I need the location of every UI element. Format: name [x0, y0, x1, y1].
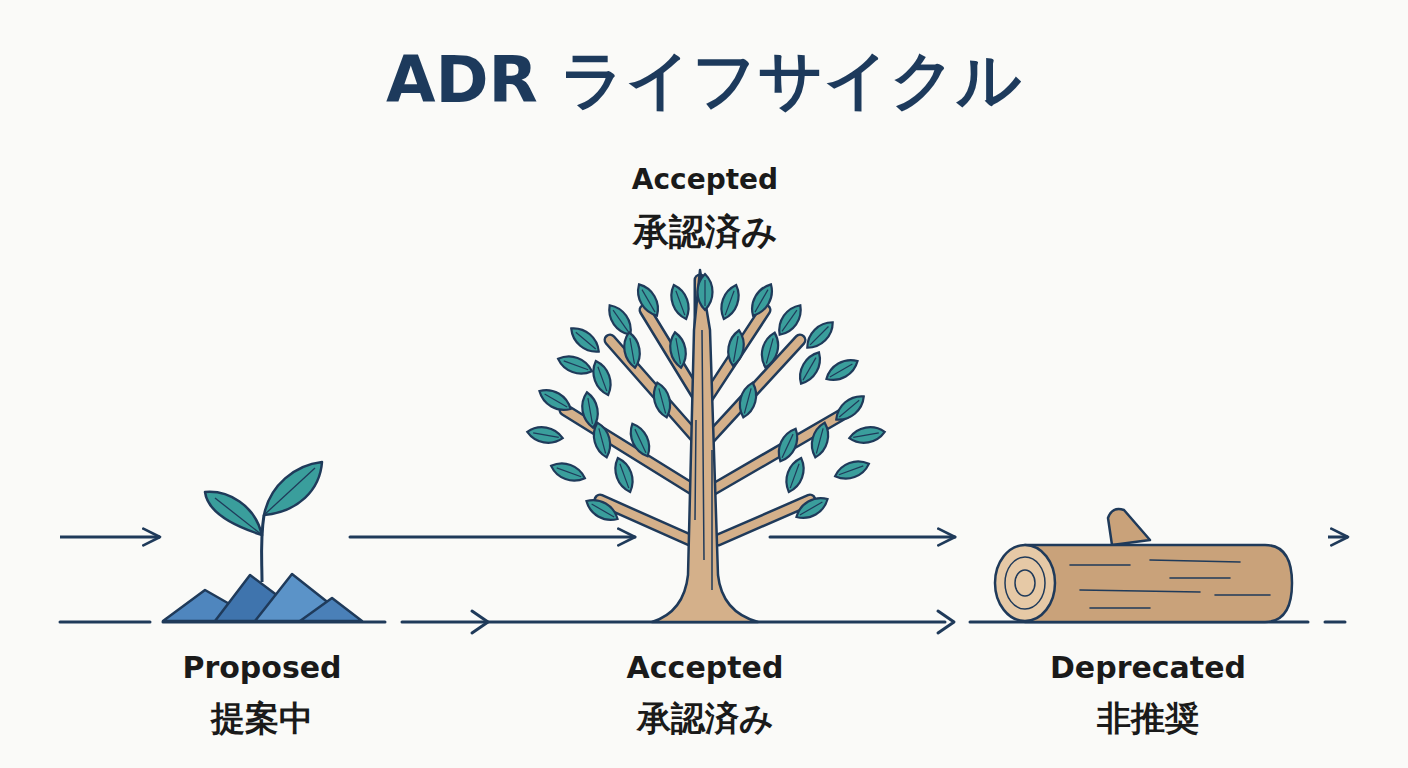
diagram-title: ADR ライフサイクル: [0, 42, 1408, 119]
sprout-illustration: [163, 462, 362, 621]
stage-node: Deprecated 非推奨: [960, 500, 1300, 740]
flow-arrow: [770, 536, 955, 539]
tree-illustration: [526, 270, 886, 622]
log-illustration: [995, 509, 1292, 622]
stage-label: 承認済み: [633, 210, 778, 253]
stage-label: Accepted: [632, 163, 778, 197]
stage-label: Deprecated: [1050, 650, 1246, 686]
flow-arrow: [350, 536, 635, 539]
stage-label: 非推奨: [1097, 698, 1199, 739]
stage-label: Proposed: [182, 650, 341, 686]
stage-label: 提案中: [211, 698, 313, 739]
incoming-arrow: [60, 536, 160, 539]
stage-label: 承認済み: [637, 698, 774, 739]
outgoing-arrow: [1328, 536, 1348, 539]
stage-node: Accepted承認済みAccepted承認済み: [640, 160, 770, 740]
stage-label: Accepted: [627, 650, 784, 686]
stage-node: Proposed 提案中: [170, 460, 350, 740]
